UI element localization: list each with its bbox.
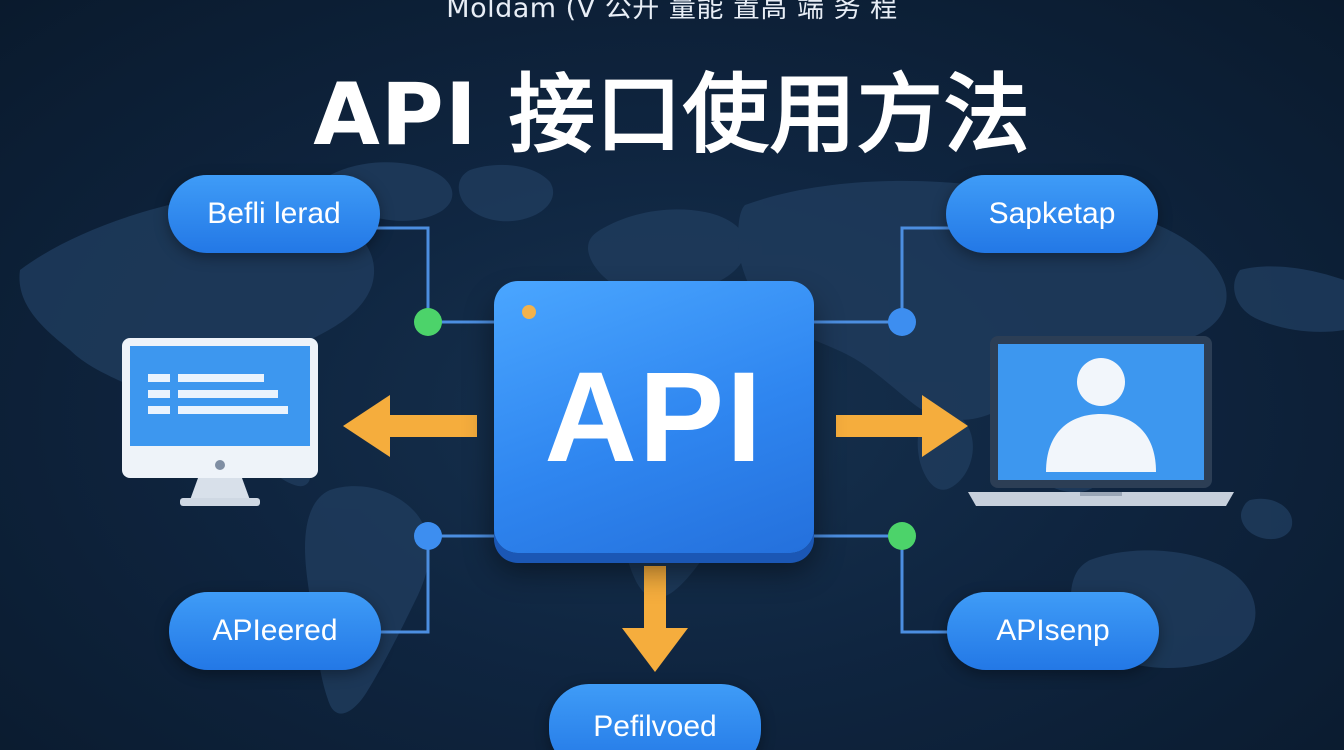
node-top-left[interactable]: Befli lerad — [168, 175, 380, 253]
desktop-monitor-icon — [122, 338, 318, 506]
api-box-dot — [522, 305, 536, 319]
page-title: API 接口使用方法 — [313, 65, 1031, 165]
node-bottom-left[interactable]: APIeered — [169, 592, 381, 670]
connector-top-left — [370, 226, 494, 324]
arrow-right-icon — [836, 395, 968, 457]
connector-dot-top-left — [414, 308, 442, 336]
connector-dot-bottom-left — [414, 522, 442, 550]
subtitle: Moldam (V 公开 量能 置高 端 务 程 — [446, 0, 898, 24]
laptop-user-icon — [968, 336, 1234, 506]
node-bottom-right[interactable]: APIsenp — [947, 592, 1159, 670]
node-top-right[interactable]: Sapketap — [946, 175, 1158, 253]
api-label: API — [544, 345, 764, 489]
api-center-box[interactable]: API — [494, 281, 814, 553]
connector-bottom-right — [814, 534, 964, 634]
connector-dot-top-right — [888, 308, 916, 336]
connector-dot-bottom-right — [888, 522, 916, 550]
arrow-left-icon — [343, 395, 477, 457]
connector-bottom-left — [375, 534, 494, 634]
arrow-down-icon — [622, 566, 688, 672]
node-bottom-center[interactable]: Pefilvoed — [549, 684, 761, 750]
connector-top-right — [814, 226, 964, 324]
